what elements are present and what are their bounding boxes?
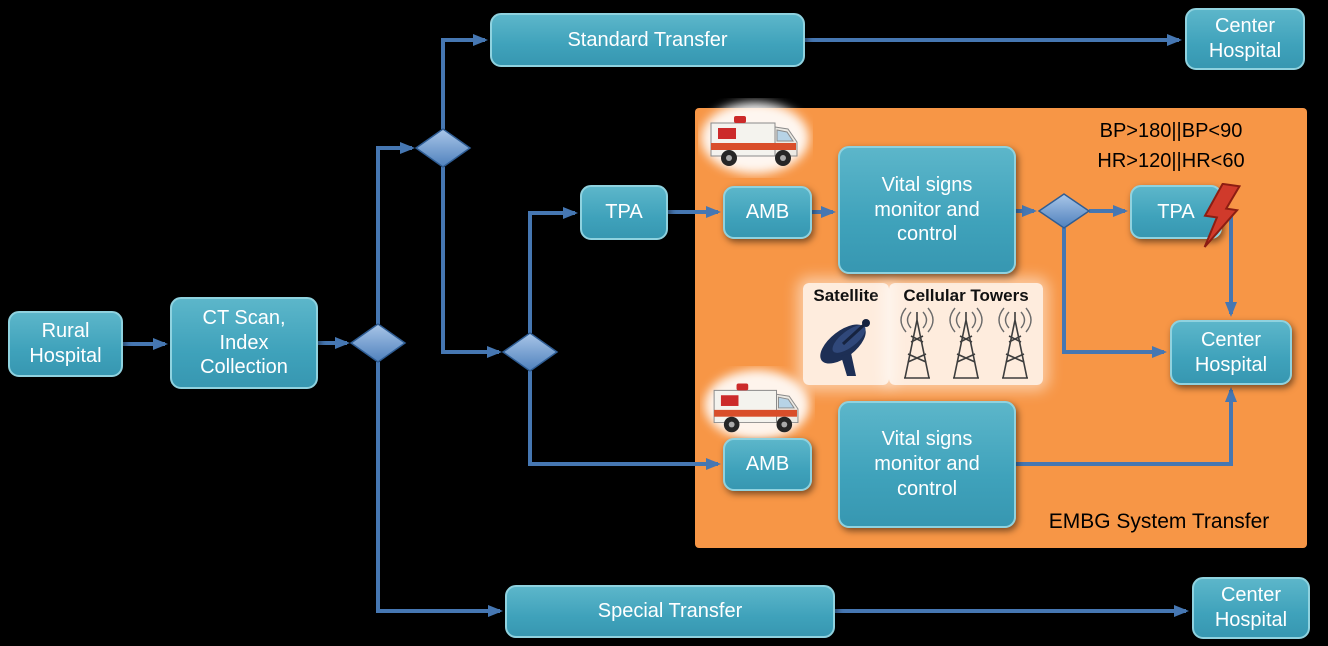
decision-diamond-2 xyxy=(414,128,472,168)
ambulance-icon xyxy=(701,102,809,174)
node-standard-transfer: Standard Transfer xyxy=(490,13,805,67)
cellular-towers-icon xyxy=(900,307,1032,379)
node-amb-top: AMB xyxy=(723,186,812,239)
node-center-hospital-embg: Center Hospital xyxy=(1170,320,1292,385)
arrow-decision2-to-decision3 xyxy=(441,167,502,358)
satellite-image: Satellite xyxy=(803,283,889,385)
node-tpa-branch: TPA xyxy=(580,185,668,240)
satellite-label: Satellite xyxy=(813,286,879,305)
node-tpa-alert: TPA xyxy=(1130,185,1222,239)
node-vitals-bottom: Vital signs monitor and control xyxy=(838,401,1016,528)
lightning-icon xyxy=(1203,182,1242,248)
node-center-hospital-bottom: Center Hospital xyxy=(1192,577,1310,639)
ambulance-bottom-image xyxy=(700,366,815,444)
arrow-decision3-to-amb-bottom xyxy=(528,371,721,470)
node-special-transfer: Special Transfer xyxy=(505,585,835,638)
node-center-hospital-top: Center Hospital xyxy=(1185,8,1305,70)
condition-bp: BP>180||BP<90 xyxy=(1099,120,1243,142)
arrow-vitals-bottom-to-center xyxy=(1016,387,1237,466)
arrow-decision3-to-tpa xyxy=(528,207,578,333)
node-ct-scan: CT Scan, Index Collection xyxy=(170,297,318,389)
decision-diamond-3 xyxy=(501,332,559,372)
arrow-decision1-to-special xyxy=(376,362,503,617)
arrow-decision4-to-center xyxy=(1062,228,1167,358)
decision-diamond-1 xyxy=(349,323,407,363)
arrow-decision1-to-decision2 xyxy=(376,142,415,324)
decision-diamond-4 xyxy=(1037,193,1091,229)
node-rural-hospital: Rural Hospital xyxy=(8,311,123,377)
ambulance-icon xyxy=(704,369,810,441)
threshold-conditions: BP>180||BP<90 HR>120||HR<60 xyxy=(1064,116,1278,176)
node-vitals-top: Vital signs monitor and control xyxy=(838,146,1016,274)
arrow-decision2-to-standard xyxy=(441,34,488,129)
node-amb-bottom: AMB xyxy=(723,438,812,491)
embg-panel-title: EMBG System Transfer xyxy=(1048,510,1270,533)
ambulance-top-image xyxy=(698,98,813,178)
condition-hr: HR>120||HR<60 xyxy=(1097,150,1245,172)
cellular-towers-label: Cellular Towers xyxy=(903,286,1029,305)
satellite-icon xyxy=(820,319,870,376)
cellular-towers-image: Cellular Towers xyxy=(889,283,1043,385)
alert-flash xyxy=(1200,182,1242,251)
